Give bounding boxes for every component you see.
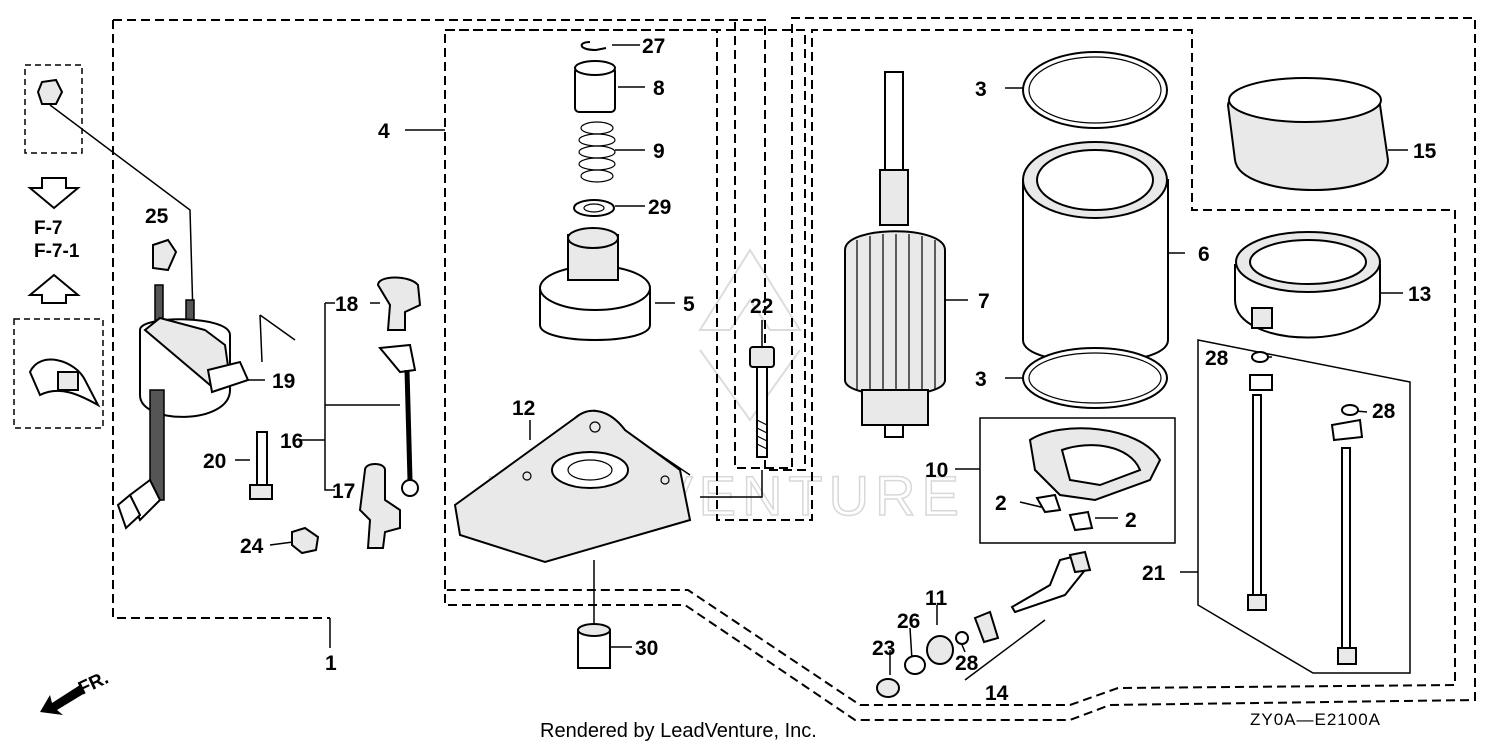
callout-15: 15	[1413, 140, 1437, 163]
armature	[844, 71, 946, 438]
solenoid-assembly	[116, 238, 273, 530]
callout-29: 29	[648, 196, 671, 219]
callout-26: 26	[897, 610, 920, 633]
callout-3: 3	[975, 78, 987, 101]
diagram-code: ZY0A—E2100A	[1250, 710, 1381, 729]
page-ref-f7: F-7	[34, 218, 63, 239]
callout-24: 24	[240, 535, 264, 558]
callout-7: 7	[978, 290, 990, 313]
callout-1: 1	[325, 652, 337, 675]
arrow-up-icon	[27, 273, 81, 304]
callout-28: 28	[1205, 347, 1229, 370]
callout-22: 22	[750, 295, 773, 318]
assembly-outlines	[13, 17, 1476, 721]
callout-13: 13	[1408, 283, 1431, 306]
callout-18: 18	[335, 293, 359, 316]
drive-parts	[539, 41, 651, 341]
callout-11: 11	[925, 587, 948, 610]
end-cover	[453, 409, 692, 669]
terminal-parts	[876, 550, 1092, 698]
through-bolts	[1247, 351, 1364, 665]
yoke-assembly	[1022, 51, 1169, 409]
callout-9: 9	[653, 140, 665, 163]
callout-8: 8	[653, 77, 665, 100]
callout-16: 16	[280, 430, 303, 453]
callout-12: 12	[512, 397, 535, 420]
footer: Rendered by LeadVenture, Inc. ZY0A—E2100…	[540, 710, 1381, 742]
callout-28: 28	[955, 652, 979, 675]
callout-5: 5	[683, 293, 695, 316]
front-arrow-icon	[40, 685, 85, 715]
bolt-22	[749, 346, 775, 458]
callout-21: 21	[1142, 562, 1166, 585]
reference-arrows	[27, 177, 81, 304]
callout-6: 6	[1198, 243, 1210, 266]
cable-assembly	[291, 276, 422, 555]
callout-2: 2	[995, 492, 1007, 515]
part-callouts: 1 2 2 3 3 4 5 6 7 8 9 10 11 12 13 14 15 …	[145, 35, 1437, 705]
callout-3: 3	[975, 368, 987, 391]
callout-10: 10	[925, 459, 948, 482]
callout-28: 28	[1372, 400, 1396, 423]
callout-27: 27	[642, 35, 665, 58]
callout-30: 30	[635, 637, 658, 660]
callout-25: 25	[145, 205, 169, 228]
page-references: F-7 F-7-1	[34, 218, 80, 262]
front-direction-indicator: FR.	[40, 668, 112, 715]
arrow-down-icon	[27, 177, 81, 210]
reference-parts	[28, 78, 101, 408]
starter-covers	[1226, 77, 1390, 339]
callout-2: 2	[1125, 509, 1137, 532]
callout-14: 14	[985, 682, 1009, 705]
callout-17: 17	[332, 480, 355, 503]
brush-holder	[1028, 427, 1162, 532]
credit-text: Rendered by LeadVenture, Inc.	[540, 720, 817, 742]
callout-4: 4	[378, 120, 390, 143]
callout-23: 23	[872, 637, 895, 660]
callout-19: 19	[272, 370, 295, 393]
callout-20: 20	[203, 450, 226, 473]
leader-lines	[49, 44, 1408, 681]
page-ref-f7-1: F-7-1	[34, 241, 80, 262]
